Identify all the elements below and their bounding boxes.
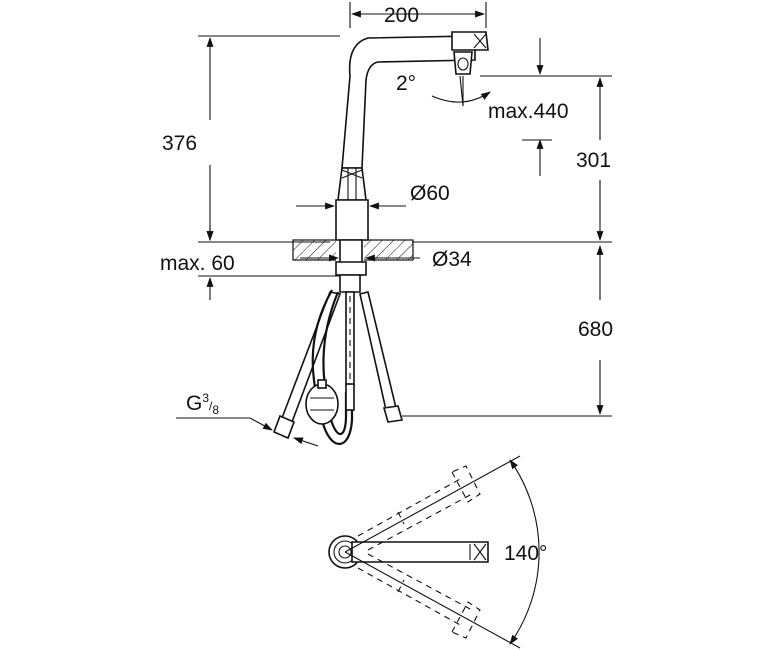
thread-numerator: 3 (202, 391, 209, 405)
thread-slash: / (209, 399, 213, 413)
hose-assembly (272, 289, 404, 446)
dim-total-height: 376 (162, 132, 197, 155)
thread-denominator: 8 (212, 403, 219, 417)
dim-max-counter-thickness: max. 60 (160, 252, 235, 275)
faucet-top-view (328, 455, 540, 649)
faucet-body (335, 31, 489, 293)
diameter-symbol: Ø (410, 182, 426, 205)
dim-spout-reach: 200 (384, 4, 419, 27)
thread-g: G (186, 392, 202, 415)
dim-max-extension: max.440 (488, 100, 569, 123)
dim-aerator-height: 301 (576, 149, 611, 172)
base-diameter-value: 60 (426, 182, 449, 205)
dim-tilt-angle: 2° (396, 72, 416, 95)
dimension-lines (176, 2, 612, 447)
dim-base-diameter: Ø60 (410, 182, 450, 205)
dim-hose-length: 680 (578, 318, 613, 341)
diameter-symbol: Ø (432, 248, 448, 271)
hole-diameter-value: 34 (448, 248, 472, 271)
dim-swivel-range: 140° (504, 542, 547, 565)
dim-hole-diameter: Ø34 (432, 248, 472, 271)
dim-connection-thread: G3/8 (186, 391, 219, 417)
